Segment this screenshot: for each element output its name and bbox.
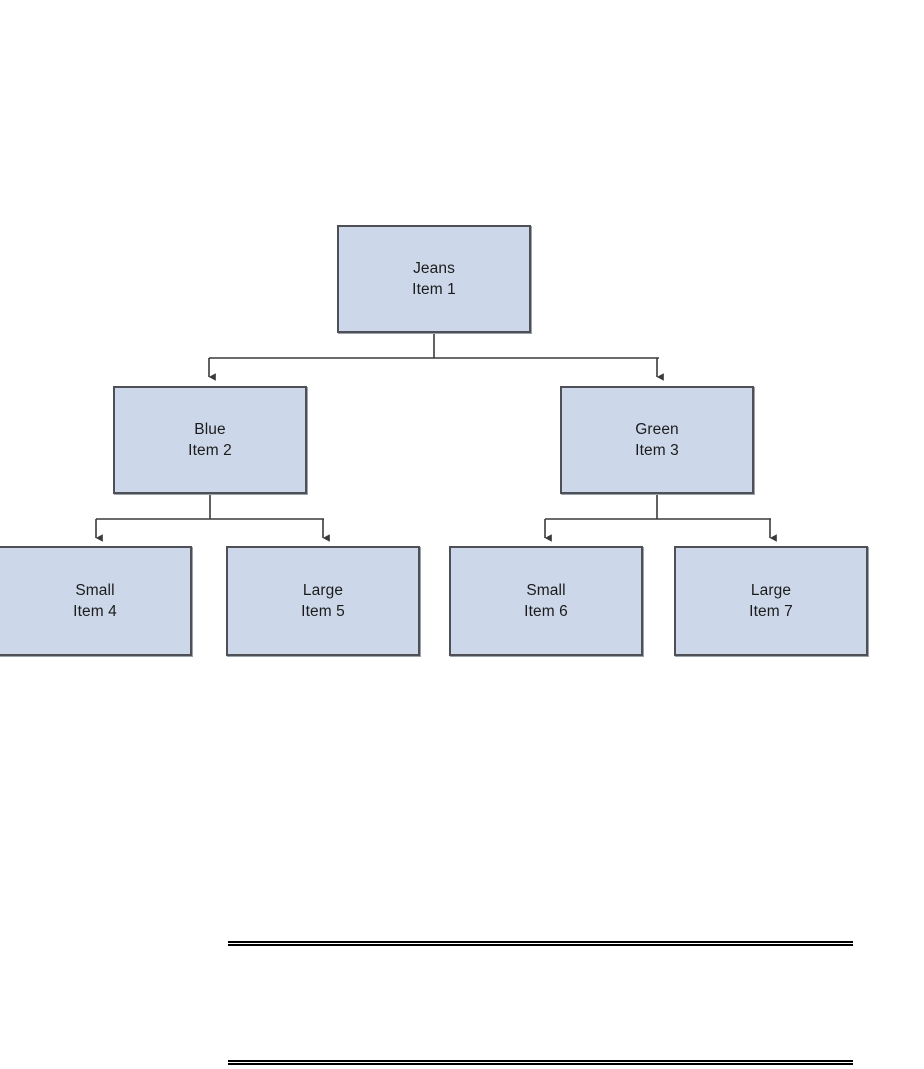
node-item2[interactable]: Blue Item 2 (113, 386, 307, 494)
node-item1[interactable]: Jeans Item 1 (337, 225, 531, 333)
node-item3[interactable]: Green Item 3 (560, 386, 754, 494)
node-item2-sublabel: Item 2 (188, 442, 232, 459)
node-item6-sublabel: Item 6 (524, 603, 568, 620)
node-item4[interactable]: Small Item 4 (0, 546, 192, 656)
node-item4-label: Small (75, 582, 115, 599)
connector-item3-children (544, 494, 777, 542)
horizontal-rule-upper (228, 941, 853, 946)
node-item2-label: Blue (194, 421, 226, 438)
node-item7[interactable]: Large Item 7 (674, 546, 868, 656)
node-item1-sublabel: Item 1 (412, 281, 456, 298)
node-item5[interactable]: Large Item 5 (226, 546, 420, 656)
node-item7-sublabel: Item 7 (749, 603, 793, 620)
connector-item1-children (208, 333, 664, 381)
horizontal-rule-lower (228, 1060, 853, 1065)
node-item3-sublabel: Item 3 (635, 442, 679, 459)
node-item5-label: Large (302, 582, 344, 599)
node-item5-sublabel: Item 5 (301, 603, 345, 620)
node-item4-sublabel: Item 4 (73, 603, 117, 620)
node-item3-label: Green (635, 421, 679, 438)
node-item6[interactable]: Small Item 6 (449, 546, 643, 656)
node-item7-label: Large (750, 582, 792, 599)
connector-item2-children (95, 494, 330, 542)
node-item6-label: Small (526, 582, 566, 599)
node-item1-label: Jeans (413, 260, 455, 277)
